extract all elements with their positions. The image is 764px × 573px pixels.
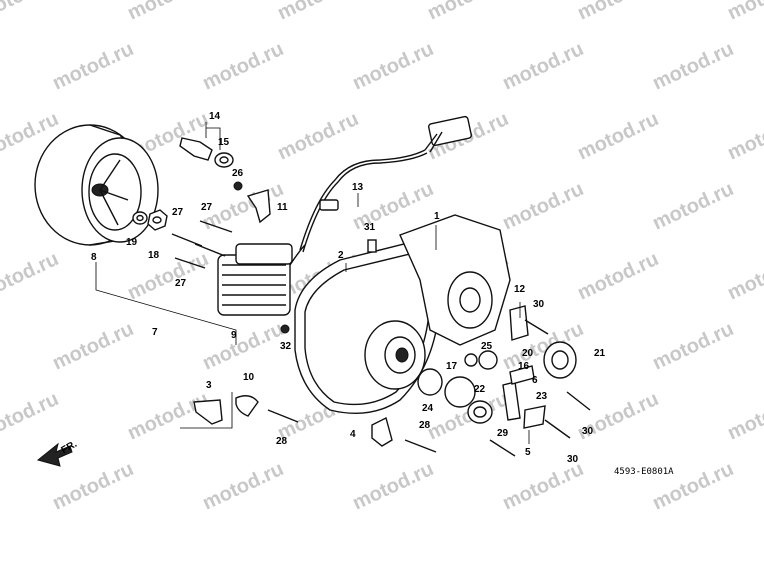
callout-30-b: 30 xyxy=(582,426,594,437)
watermark-text-2: motod.ru xyxy=(274,0,362,25)
callout-4: 4 xyxy=(350,429,356,440)
callout-26: 26 xyxy=(232,168,244,179)
callout-18: 18 xyxy=(148,250,160,261)
direction-label: FR. xyxy=(60,439,80,457)
callout-16: 16 xyxy=(518,361,530,372)
watermark-text-9: motod.ru xyxy=(499,38,587,95)
cap-part xyxy=(417,350,498,424)
bolt-bush-part xyxy=(179,137,234,168)
callout-1: 1 xyxy=(434,211,440,222)
callout-27-b: 27 xyxy=(172,207,184,218)
callout-8: 8 xyxy=(91,252,97,263)
watermark-text-42: motod.ru xyxy=(49,458,137,515)
watermark-text-7: motod.ru xyxy=(199,38,287,95)
callout-13: 13 xyxy=(352,182,364,193)
watermark-text-1: motod.ru xyxy=(124,0,212,25)
front-direction-arrow xyxy=(36,442,73,467)
callout-14: 14 xyxy=(209,111,221,122)
watermark-text-31: motod.ru xyxy=(199,318,287,375)
callout-23: 23 xyxy=(536,391,548,402)
callout-20: 20 xyxy=(522,348,534,359)
watermark-text-30: motod.ru xyxy=(49,318,137,375)
callout-28-a: 28 xyxy=(276,436,288,447)
watermark-text-3: motod.ru xyxy=(424,0,512,25)
watermark-text-19: motod.ru xyxy=(199,178,287,235)
watermark-text-22: motod.ru xyxy=(649,178,737,235)
watermark-text-21: motod.ru xyxy=(499,178,587,235)
callout-19: 19 xyxy=(126,237,138,248)
watermark-text-14: motod.ru xyxy=(274,108,362,165)
callout-5: 5 xyxy=(525,447,531,458)
callout-31: 31 xyxy=(364,222,376,233)
watermark-text-24: motod.ru xyxy=(0,248,62,305)
callout-21: 21 xyxy=(594,348,606,359)
gasket-part xyxy=(509,305,529,341)
watermark-text-5: motod.ru xyxy=(724,0,764,25)
watermark-text-8: motod.ru xyxy=(349,38,437,95)
watermark-text-17: motod.ru xyxy=(724,108,764,165)
watermark-text-29: motod.ru xyxy=(724,248,764,305)
callout-2: 2 xyxy=(338,250,344,261)
callout-3: 3 xyxy=(206,380,212,391)
callout-22: 22 xyxy=(474,384,486,395)
watermark-text-6: motod.ru xyxy=(49,38,137,95)
callout-labels: 1 2 3 4 5 6 7 8 9 10 11 12 13 14 15 16 1… xyxy=(91,111,606,465)
watermark-text-4: motod.ru xyxy=(574,0,662,25)
watermark-text-34: motod.ru xyxy=(649,318,737,375)
watermark-text-36: motod.ru xyxy=(0,388,62,445)
bracket-part xyxy=(233,181,271,224)
bolts-group xyxy=(171,220,591,457)
callout-7: 7 xyxy=(152,327,158,338)
callout-24: 24 xyxy=(422,403,434,414)
callout-11: 11 xyxy=(277,202,288,213)
watermark-text-37: motod.ru xyxy=(124,388,212,445)
left-crankcase-cover-part xyxy=(294,239,441,415)
watermark-text-41: motod.ru xyxy=(724,388,764,445)
diagram-code: 4593-E0801A xyxy=(614,467,674,477)
callout-29: 29 xyxy=(497,428,509,439)
bottom-brackets-part xyxy=(193,395,393,447)
crankcase-part xyxy=(399,214,511,346)
shaft-part xyxy=(502,365,546,429)
watermark-text-10: motod.ru xyxy=(649,38,737,95)
flywheel-part xyxy=(34,124,159,246)
leader-lines xyxy=(95,122,530,444)
callout-32: 32 xyxy=(280,341,292,352)
callout-27-c: 27 xyxy=(175,278,187,289)
watermark-text-28: motod.ru xyxy=(574,248,662,305)
watermark-text-25: motod.ru xyxy=(124,248,212,305)
callout-6: 6 xyxy=(532,375,538,386)
wire-harness-part xyxy=(299,115,472,253)
callout-15: 15 xyxy=(218,137,230,148)
stator-part xyxy=(217,243,306,316)
oil-seal-part xyxy=(543,341,577,379)
watermark-text-45: motod.ru xyxy=(499,458,587,515)
callout-28-b: 28 xyxy=(419,420,431,431)
callout-10: 10 xyxy=(243,372,255,383)
callout-12: 12 xyxy=(514,284,526,295)
watermark-text-0: motod.ru xyxy=(0,0,62,25)
nut-washer-part xyxy=(132,209,168,231)
watermark-text-44: motod.ru xyxy=(349,458,437,515)
callout-27-a: 27 xyxy=(201,202,213,213)
watermark-text-43: motod.ru xyxy=(199,458,287,515)
callout-17: 17 xyxy=(446,361,458,372)
callout-30-a: 30 xyxy=(533,299,545,310)
callout-25: 25 xyxy=(481,341,493,352)
callout-9: 9 xyxy=(231,330,237,341)
watermark-text-16: motod.ru xyxy=(574,108,662,165)
callout-30-c: 30 xyxy=(567,454,579,465)
